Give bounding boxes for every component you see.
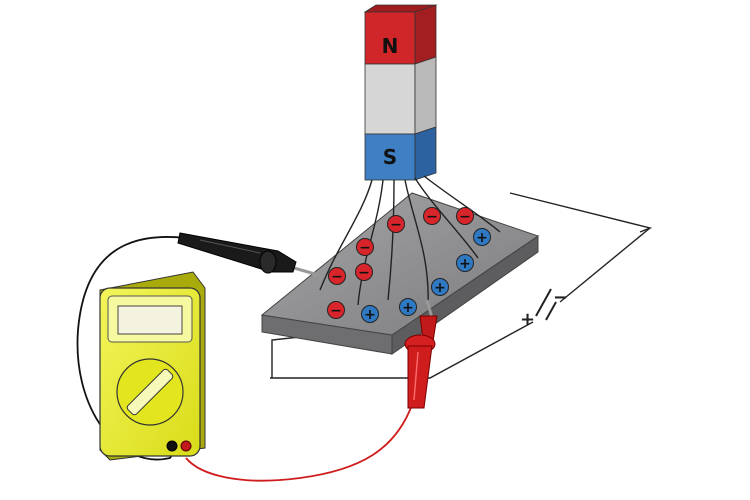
positive-charge-symbol: + bbox=[434, 280, 446, 296]
dial-knob-icon bbox=[126, 368, 174, 416]
positive-charge-symbol: + bbox=[364, 307, 376, 323]
negative-charge-symbol: − bbox=[359, 240, 371, 256]
positive-charge bbox=[456, 254, 474, 272]
black-jack bbox=[166, 440, 178, 452]
charge-markers: −−−−−−−+++++ bbox=[327, 207, 491, 323]
battery-plus-label: + bbox=[520, 309, 535, 330]
multimeter-display bbox=[117, 305, 183, 335]
positive-charge bbox=[473, 228, 491, 246]
multimeter bbox=[99, 271, 206, 461]
negative-charge bbox=[355, 263, 373, 281]
red-lead-wire bbox=[185, 404, 413, 482]
negative-charge-symbol: − bbox=[358, 265, 370, 281]
field-line bbox=[319, 179, 373, 291]
magnet-south-label: S bbox=[383, 145, 397, 169]
negative-charge bbox=[328, 267, 346, 285]
negative-charge bbox=[387, 215, 405, 233]
battery-minus-label: − bbox=[553, 287, 568, 308]
positive-charge bbox=[361, 305, 379, 323]
red-jack bbox=[180, 440, 192, 452]
field-line bbox=[423, 175, 501, 233]
negative-charge-symbol: − bbox=[330, 303, 342, 319]
circuit-wire bbox=[270, 192, 653, 379]
field-line bbox=[414, 177, 479, 259]
battery-symbol bbox=[535, 288, 557, 321]
negative-charge bbox=[456, 207, 474, 225]
field-line bbox=[387, 179, 395, 301]
negative-charge-symbol: − bbox=[459, 209, 471, 225]
black-probe bbox=[177, 232, 323, 278]
magnet-middle-segment bbox=[364, 63, 416, 135]
positive-charge bbox=[399, 298, 417, 316]
positive-charge-symbol: + bbox=[476, 230, 488, 246]
field-line bbox=[404, 179, 429, 306]
battery-long-plate bbox=[535, 288, 552, 317]
bar-magnet bbox=[363, 4, 438, 181]
negative-charge-symbol: − bbox=[426, 209, 438, 225]
negative-charge bbox=[356, 238, 374, 256]
positive-charge bbox=[431, 278, 449, 296]
red-probe bbox=[404, 299, 438, 409]
battery-short-plate bbox=[545, 301, 557, 321]
magnet-north-segment bbox=[364, 11, 416, 65]
positive-charge-symbol: + bbox=[459, 256, 471, 272]
negative-charge-symbol: − bbox=[390, 217, 402, 233]
magnet-north-label: N bbox=[382, 34, 399, 58]
magnetic-field-lines bbox=[319, 175, 501, 306]
negative-charge bbox=[327, 301, 345, 319]
negative-charge-symbol: − bbox=[331, 269, 343, 285]
plate-top-face bbox=[260, 192, 540, 336]
negative-charge bbox=[423, 207, 441, 225]
positive-charge-symbol: + bbox=[402, 300, 414, 316]
